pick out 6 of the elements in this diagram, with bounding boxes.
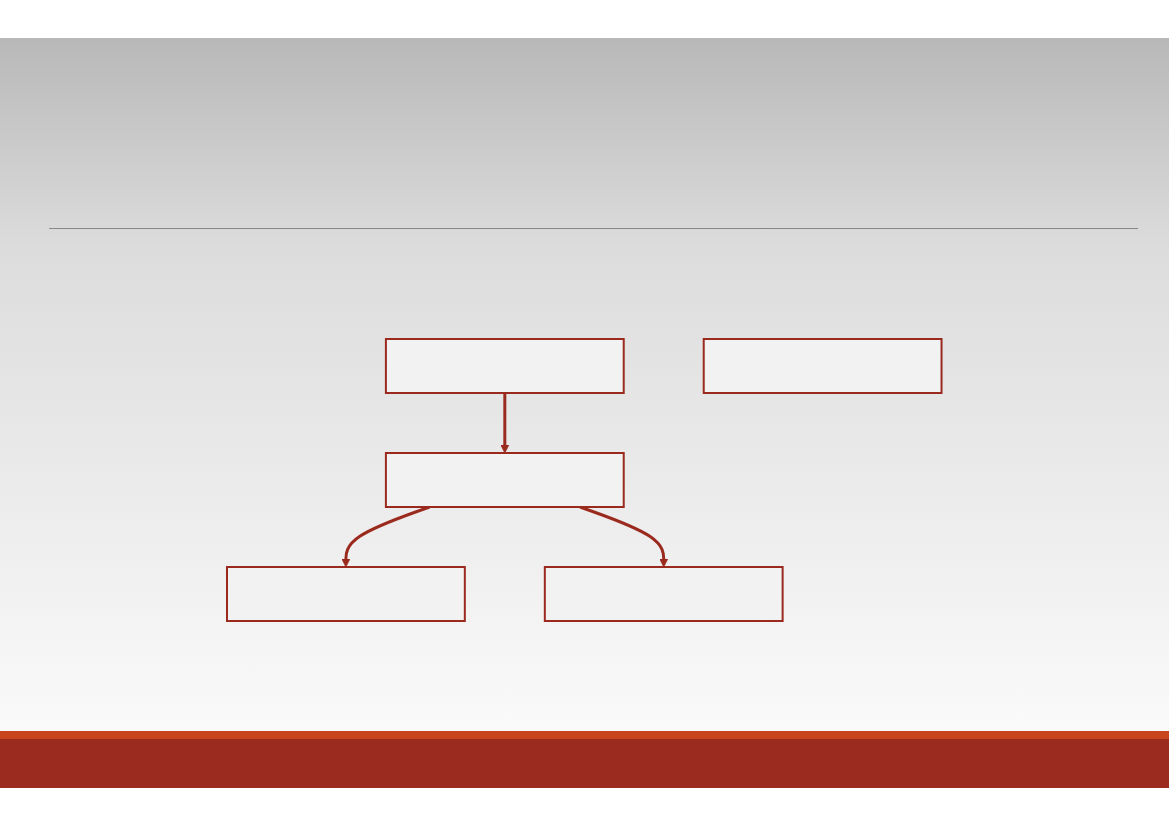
node-box <box>702 338 943 394</box>
node-box <box>385 452 625 508</box>
arrow <box>500 393 510 454</box>
node-box <box>226 566 467 622</box>
node-box <box>544 566 784 622</box>
node-box <box>385 338 625 394</box>
